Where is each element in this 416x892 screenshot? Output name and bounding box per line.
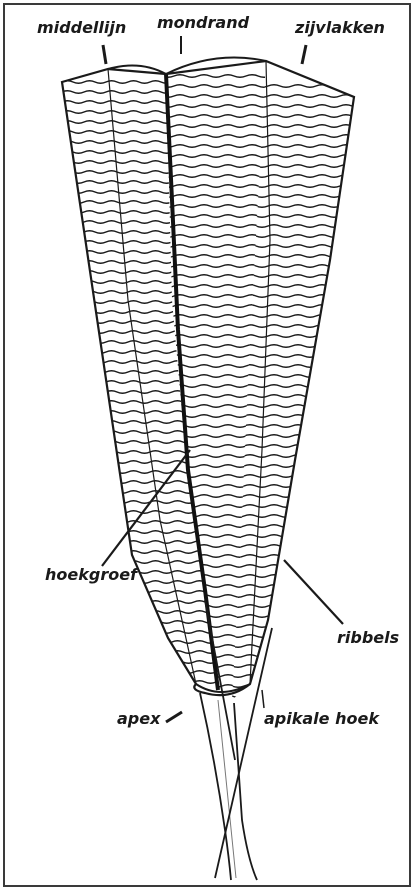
stalk-right <box>234 703 257 880</box>
label-mondrand: mondrand <box>157 15 249 31</box>
pointer-middellijn <box>103 45 106 64</box>
label-zijvlakken: zijvlakken <box>295 20 385 36</box>
rib-line <box>220 695 381 698</box>
label-apikale-hoek: apikale hoek <box>264 711 379 727</box>
label-apex: apex <box>117 711 160 727</box>
pointer-ribbels <box>284 560 343 624</box>
label-hoekgroef: hoekgroef <box>45 567 137 583</box>
pointer-apex <box>166 712 182 722</box>
pointer-zijvlakken <box>302 45 306 64</box>
label-ribbels: ribbels <box>337 630 399 646</box>
label-middellijn: middellijn <box>37 20 126 36</box>
pointer-apikale-hoek <box>262 690 264 708</box>
